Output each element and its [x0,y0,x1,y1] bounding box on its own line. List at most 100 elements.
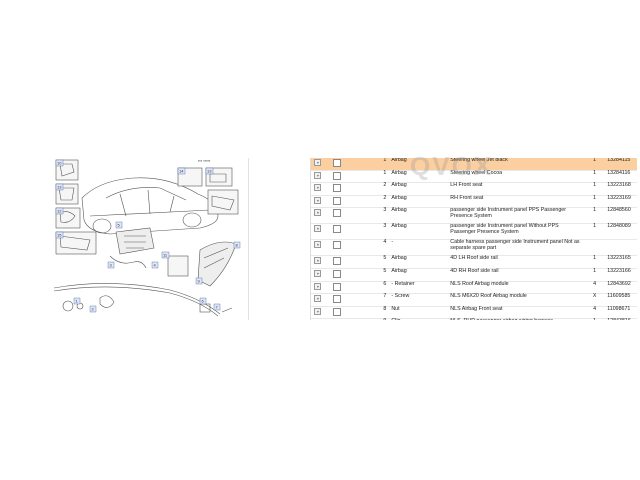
row-checkbox[interactable] [333,295,342,304]
svg-text:10: 10 [57,161,62,166]
part-description: Cable harness passenger side Instrument … [448,240,585,257]
part-number: 13223169 [605,195,637,209]
svg-text:8: 8 [236,243,239,248]
part-name: Airbag [389,170,449,184]
row-checkbox[interactable] [333,241,342,250]
table-row[interactable]: +4-Cable harness passenger side Instrume… [311,239,637,257]
svg-text:4: 4 [154,263,157,268]
callout: 15 [55,231,64,239]
part-number: 13223166 [605,268,637,282]
part-number: 12843816 [605,319,637,320]
part-number: 13223165 [605,256,637,269]
quantity [584,239,606,257]
callout: 7 [213,303,221,311]
row-checkbox[interactable] [333,159,342,167]
expand-icon[interactable]: + [314,282,322,290]
row-checkbox[interactable] [333,307,342,316]
part-number: 12848089 [605,224,637,241]
part-description: NLS M6X20 Roof Airbag module [448,293,585,307]
part-number: 13284115 [605,158,637,171]
expand-icon[interactable]: + [314,269,322,277]
callout: 11 [161,251,170,259]
callout: 10 [55,159,64,167]
part-description: LH Front seat [448,182,585,196]
svg-text:13: 13 [207,169,212,174]
ref-number: 3 [350,224,390,241]
callout: 4 [151,261,159,269]
part-number [605,239,637,257]
ref-number: 4 [350,240,390,257]
callout: 9 [195,277,203,285]
expand-icon[interactable]: + [314,307,322,315]
ref-number: 6 [350,281,390,295]
quantity: 1 [584,224,606,241]
ref-number: 7 [350,293,390,307]
callout: 3 [107,261,115,269]
row-checkbox[interactable] [333,257,342,266]
expand-icon[interactable]: + [314,257,322,265]
ref-number: 5 [350,256,390,269]
ref-number: 1 [350,170,390,184]
part-name: Airbag [389,224,449,241]
row-checkbox[interactable] [333,225,342,234]
ref-number: 5 [350,268,390,282]
quantity: 1 [584,195,606,209]
expand-icon[interactable]: + [314,225,322,233]
part-description: Steering wheel Jet black [448,158,585,171]
part-description: 4D RH Roof side rail [448,268,585,282]
svg-text:11: 11 [163,253,168,258]
diagram-header: ▪▪▪ ▪▪▪▪▪ [198,158,211,163]
quantity: 4 [584,306,606,320]
part-number: 13284116 [605,170,637,184]
part-number: 11609585 [605,293,637,307]
svg-text:5: 5 [118,223,121,228]
part-name: - Screw [389,293,449,307]
expand-icon[interactable]: + [314,295,322,303]
row-checkbox[interactable] [333,269,342,278]
part-name: Airbag [389,195,449,209]
svg-text:14: 14 [179,169,184,174]
svg-text:6: 6 [202,299,205,304]
part-description: Steering wheel Cocoa [448,170,585,184]
part-name: Airbag [389,256,449,269]
ref-number: 2 [350,182,390,196]
row-checkbox[interactable] [333,171,342,180]
expand-icon[interactable]: + [314,196,322,204]
row-checkbox[interactable] [333,184,342,193]
callout: 1 [73,297,81,305]
quantity: 1 [584,256,606,269]
table-row[interactable]: +9ClipNLS, RHD passenger airbag wiring h… [311,319,637,320]
svg-text:1: 1 [76,299,79,304]
parts-diagram: ▪▪▪ ▪▪▪▪▪ [50,158,249,320]
expand-icon[interactable]: + [314,209,322,217]
svg-text:3: 3 [110,263,113,268]
row-checkbox[interactable] [333,282,342,291]
part-name: Airbag [389,208,449,225]
row-checkbox[interactable] [333,196,342,205]
expand-icon[interactable]: + [314,184,322,192]
row-checkbox[interactable] [333,209,342,218]
expand-icon[interactable]: + [314,171,322,179]
expand-icon[interactable]: + [314,159,322,166]
part-number: 12843692 [605,281,637,295]
ref-number: 1 [350,158,390,171]
part-number: 11098671 [605,306,637,320]
diagram-drawing: 10 13 12 15 14 13 5 3 4 6 7 8 9 11 1 2 [53,159,241,317]
svg-text:15: 15 [57,233,62,238]
part-description: NLS, RHD passenger airbag wiring harness [448,319,585,320]
ref-number: 9 [350,319,390,320]
expand-icon[interactable]: + [314,241,322,249]
part-description: NLS Roof Airbag module [448,281,585,295]
callout: 2 [89,305,97,313]
